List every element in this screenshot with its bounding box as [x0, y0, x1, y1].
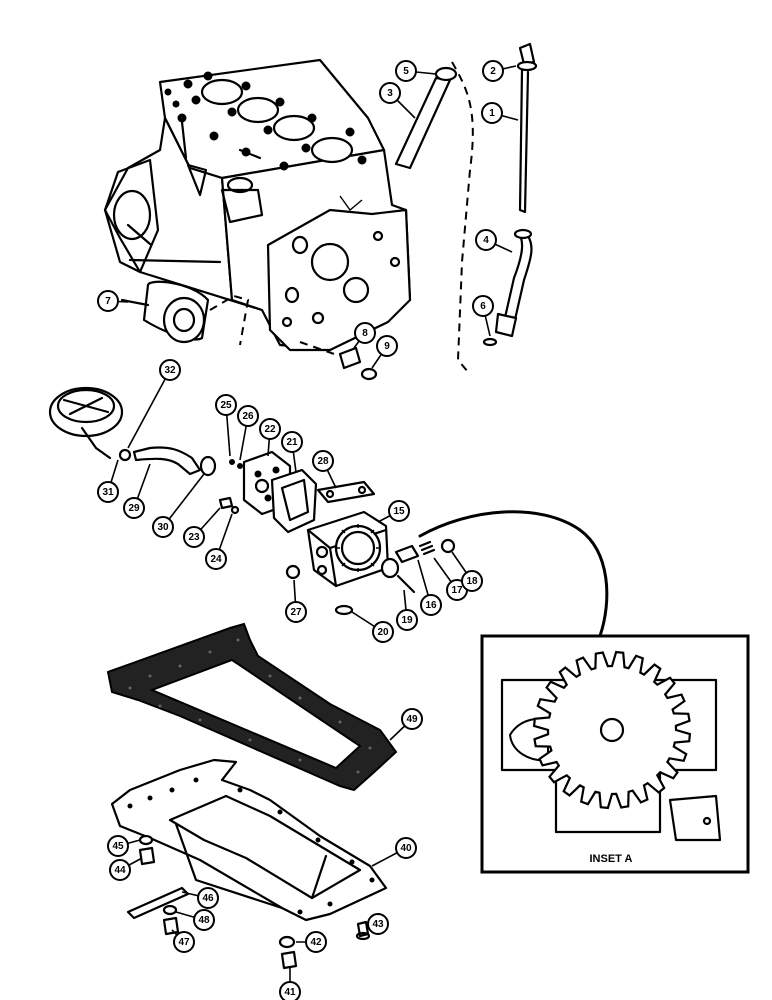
callout-46-strap: 46: [197, 887, 219, 909]
callout-number: 23: [188, 532, 200, 543]
plug-and-washer: [299, 341, 378, 381]
callout-4-lower-tube: 4: [475, 229, 497, 251]
callout-number: 4: [483, 235, 489, 246]
callout-8-plug: 8: [354, 322, 376, 344]
callout-number: 27: [290, 607, 302, 618]
callout-number: 40: [400, 843, 412, 854]
callout-number: 25: [220, 400, 232, 411]
callout-number: 1: [489, 108, 495, 119]
callout-number: 5: [403, 66, 409, 77]
callout-27-o-ring: 27: [285, 601, 307, 623]
suction-screen: [48, 386, 217, 477]
callout-29-suction-tube: 29: [123, 497, 145, 519]
callout-26-lock-washer: 26: [237, 405, 259, 427]
callout-number: 41: [284, 987, 296, 998]
callout-32-cotter: 32: [159, 359, 181, 381]
callout-24-lock-washer: 24: [205, 548, 227, 570]
callout-47-bolt: 47: [173, 931, 195, 953]
callout-2-dipstick-cap: 2: [482, 60, 504, 82]
callout-20-key: 20: [372, 621, 394, 643]
callout-31-clip: 31: [97, 481, 119, 503]
callout-number: 20: [377, 627, 389, 638]
pan-gasket: [106, 622, 398, 792]
callout-number: 24: [210, 554, 222, 565]
callout-30-grommet: 30: [152, 516, 174, 538]
callout-layer: 1234567891516171819202122232425262728293…: [97, 60, 504, 1000]
callout-number: 6: [480, 301, 486, 312]
engine-block: [103, 58, 412, 352]
oil-filter: [120, 280, 250, 346]
callout-number: 22: [264, 424, 276, 435]
callout-22-cover: 22: [259, 418, 281, 440]
oil-pump-body: [285, 510, 609, 638]
callout-number: 9: [384, 341, 390, 352]
callout-9-washer: 9: [376, 335, 398, 357]
callout-number: 42: [310, 937, 322, 948]
callout-5-tube-seal: 5: [395, 60, 417, 82]
inset-caption: INSET A: [590, 853, 633, 865]
callout-number: 16: [425, 600, 437, 611]
callout-28-gasket: 28: [312, 450, 334, 472]
callout-number: 31: [102, 487, 114, 498]
callout-15-oil-pump-gear: 15: [388, 500, 410, 522]
callout-number: 3: [387, 88, 393, 99]
callout-number: 17: [451, 585, 463, 596]
callout-number: 8: [362, 328, 368, 339]
callout-number: 15: [393, 506, 405, 517]
callout-21-gasket: 21: [281, 431, 303, 453]
callout-18-cap: 18: [461, 570, 483, 592]
callout-number: 43: [372, 919, 384, 930]
pump-cover: [218, 450, 318, 534]
callout-number: 46: [202, 893, 214, 904]
inset-a-panel: INSET A: [480, 634, 750, 874]
callout-number: 21: [286, 437, 298, 448]
callout-number: 32: [164, 365, 176, 376]
callout-1-dipstick: 1: [481, 102, 503, 124]
callout-49-pan-gasket: 49: [401, 708, 423, 730]
callout-number: 49: [406, 714, 418, 725]
callout-40-oil-pan: 40: [395, 837, 417, 859]
inset-gear: [532, 650, 692, 810]
pump-gasket-28: [316, 480, 376, 504]
callout-number: 2: [490, 66, 496, 77]
callout-45-washer: 45: [107, 835, 129, 857]
callout-number: 48: [198, 915, 210, 926]
leader-32: [127, 369, 171, 449]
callout-48-washer: 48: [193, 909, 215, 931]
callout-number: 18: [466, 576, 478, 587]
callout-41-drain-plug: 41: [279, 981, 301, 1000]
callout-6-o-ring: 6: [472, 295, 494, 317]
callout-number: 44: [114, 865, 126, 876]
callout-number: 28: [317, 456, 329, 467]
callout-number: 7: [105, 296, 111, 307]
dipstick-group: [394, 42, 538, 373]
callout-16-relief-valve: 16: [420, 594, 442, 616]
callout-number: 45: [112, 841, 124, 852]
callout-23-bolt: 23: [183, 526, 205, 548]
callout-number: 30: [157, 522, 169, 533]
callout-19-pin: 19: [396, 609, 418, 631]
callout-25-screw: 25: [215, 394, 237, 416]
callout-number: 29: [128, 503, 140, 514]
callout-number: 26: [242, 411, 254, 422]
callout-44-bolt: 44: [109, 859, 131, 881]
callout-7-oil-filter: 7: [97, 290, 119, 312]
callout-42-washer: 42: [305, 931, 327, 953]
callout-3-dipstick-tube: 3: [379, 82, 401, 104]
callout-43-bolt: 43: [367, 913, 389, 935]
callout-number: 47: [178, 937, 190, 948]
leader-30: [162, 473, 205, 528]
callout-number: 19: [401, 615, 413, 626]
oil-pan: [110, 758, 388, 922]
